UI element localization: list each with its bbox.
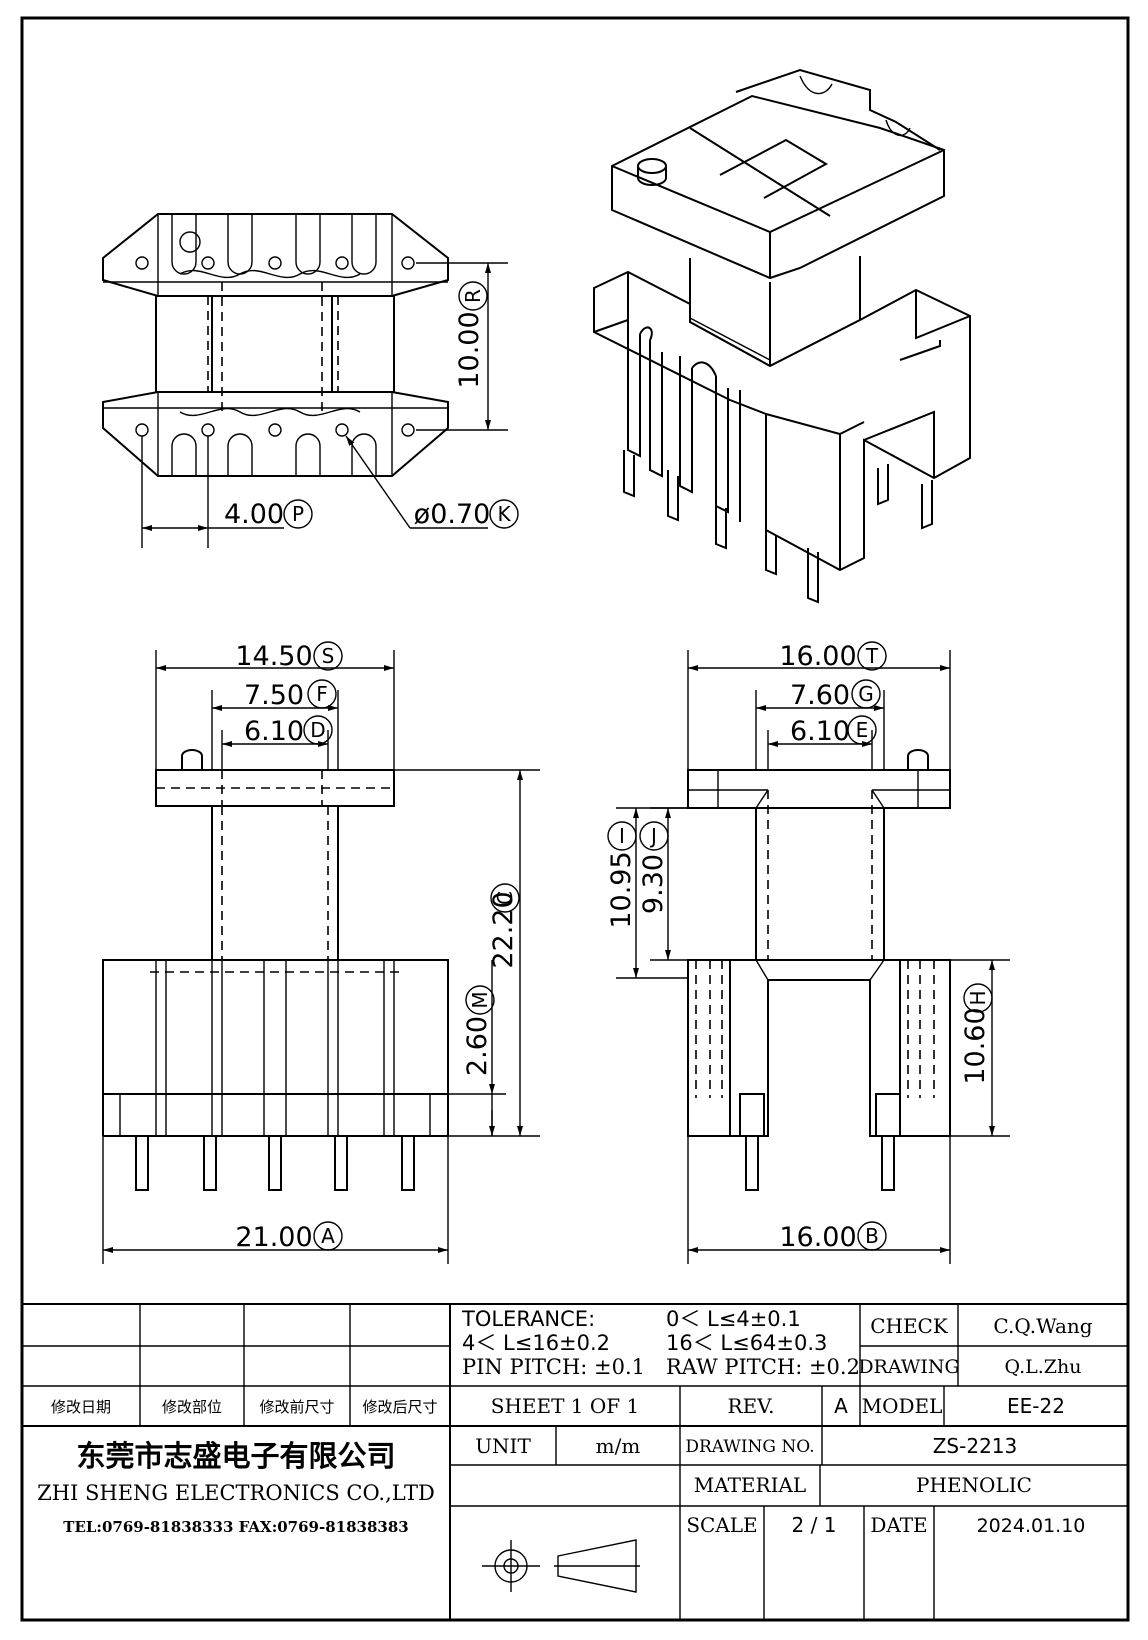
company-name-en: ZHI SHENG ELECTRONICS CO.,LTD	[37, 1481, 435, 1505]
dim-outer-core-front-tag: F	[316, 682, 328, 706]
drawing-no-value: ZS-2213	[933, 1434, 1018, 1458]
dim-base-width-side-value: 16.00	[779, 1222, 856, 1253]
dim-inner-core-side-value: 6.10	[790, 716, 850, 747]
unit-value: m/m	[596, 1434, 641, 1458]
dim-outer-core-front-value: 7.50	[244, 680, 304, 711]
dim-base-length-value: 21.00	[235, 1222, 312, 1253]
isometric-view	[593, 68, 971, 604]
tolerance-label: TOLERANCE:	[461, 1307, 595, 1331]
dim-total-height-tag: C	[493, 891, 517, 905]
model-value: EE-22	[1007, 1394, 1065, 1418]
top-view	[102, 213, 449, 477]
drawing-no-label: DRAWING NO.	[685, 1437, 814, 1457]
material-value: PHENOLIC	[916, 1473, 1032, 1497]
dim-hole-dia-value: ø0.70	[414, 499, 491, 530]
dim-base-height-value: 10.60	[960, 1007, 991, 1084]
sheet-number: SHEET 1 OF 1	[491, 1394, 639, 1418]
front-view	[102, 749, 449, 1191]
title-block: TOLERANCE: 0＜ L≤4±0.1 4＜ L≤16±0.2 16＜ L≤…	[22, 1303, 1128, 1620]
dim-outer-core-side-value: 7.60	[790, 680, 850, 711]
model-label: MODEL	[862, 1394, 943, 1418]
top-view-dimensions: 10.00 R 4.00 P ø0.70 K	[141, 262, 519, 548]
dim-standoff-value: 2.60	[462, 1016, 493, 1076]
rev-header-part: 修改部位	[162, 1398, 222, 1416]
rev-header-before: 修改前尺寸	[259, 1398, 334, 1416]
company-contact: TEL:0769-81838333 FAX:0769-81838383	[63, 1518, 408, 1536]
tolerance-range-3: 16＜ L≤64±0.3	[666, 1331, 827, 1355]
dim-base-length-tag: A	[321, 1224, 335, 1248]
front-view-dimensions: 14.50 S 7.50 F 6.10 D 22.20 C	[102, 641, 540, 1264]
dim-winding-inner-tag: J	[649, 824, 657, 848]
dim-outer-core-side-tag: G	[858, 682, 874, 706]
dim-base-height-tag: H	[966, 990, 990, 1005]
tolerance-range-2: 4＜ L≤16±0.2	[462, 1331, 610, 1355]
dim-flange-width-front-value: 14.50	[235, 641, 312, 672]
dim-flange-width-front-tag: S	[322, 644, 335, 668]
sheet-border	[20, 16, 1130, 1622]
dim-flange-width-side-tag: T	[865, 644, 879, 668]
rev-header-date: 修改日期	[51, 1398, 111, 1416]
dim-hole-dia-tag: K	[497, 502, 511, 526]
dim-base-width-side-tag: B	[865, 1224, 879, 1248]
dim-row-spacing-tag: R	[461, 289, 485, 303]
projection-symbol-icon	[482, 1539, 640, 1593]
check-value: C.Q.Wang	[993, 1314, 1092, 1338]
drawing-value: Q.L.Zhu	[1004, 1356, 1081, 1378]
dim-inner-core-front-tag: D	[310, 718, 325, 742]
rev-label: REV.	[728, 1394, 775, 1418]
dim-row-spacing-value: 10.00	[454, 311, 485, 388]
raw-pitch-tolerance: RAW PITCH: ±0.2	[666, 1355, 860, 1379]
dim-pin-pitch-tag: P	[292, 502, 304, 526]
dim-inner-core-side-tag: E	[856, 718, 869, 742]
dim-winding-inner-value: 9.30	[638, 854, 669, 914]
rev-value: A	[834, 1394, 848, 1418]
dim-standoff-tag: M	[468, 991, 492, 1008]
dim-winding-outer-tag: I	[619, 824, 625, 848]
material-label: MATERIAL	[694, 1473, 806, 1497]
scale-value: 2 / 1	[792, 1513, 837, 1537]
rev-header-after: 修改后尺寸	[362, 1398, 437, 1416]
dim-pin-pitch-value: 4.00	[224, 499, 284, 530]
dim-flange-width-side-value: 16.00	[779, 641, 856, 672]
dim-winding-outer-value: 10.95	[606, 851, 637, 928]
pin-pitch-tolerance: PIN PITCH: ±0.1	[462, 1355, 645, 1379]
company-name-cn: 东莞市志盛电子有限公司	[76, 1439, 395, 1473]
date-value: 2024.01.10	[977, 1515, 1086, 1537]
date-label: DATE	[870, 1513, 927, 1537]
drawing-label: DRAWING	[858, 1356, 959, 1378]
tolerance-range-1: 0＜ L≤4±0.1	[666, 1307, 801, 1331]
dim-inner-core-front-value: 6.10	[244, 716, 304, 747]
side-view-dimensions: 16.00 T 7.60 G 6.10 E 10.95 I 9.30	[606, 641, 1010, 1264]
side-view	[687, 749, 951, 1191]
unit-label: UNIT	[475, 1434, 531, 1458]
scale-label: SCALE	[686, 1513, 757, 1537]
check-label: CHECK	[870, 1314, 949, 1338]
